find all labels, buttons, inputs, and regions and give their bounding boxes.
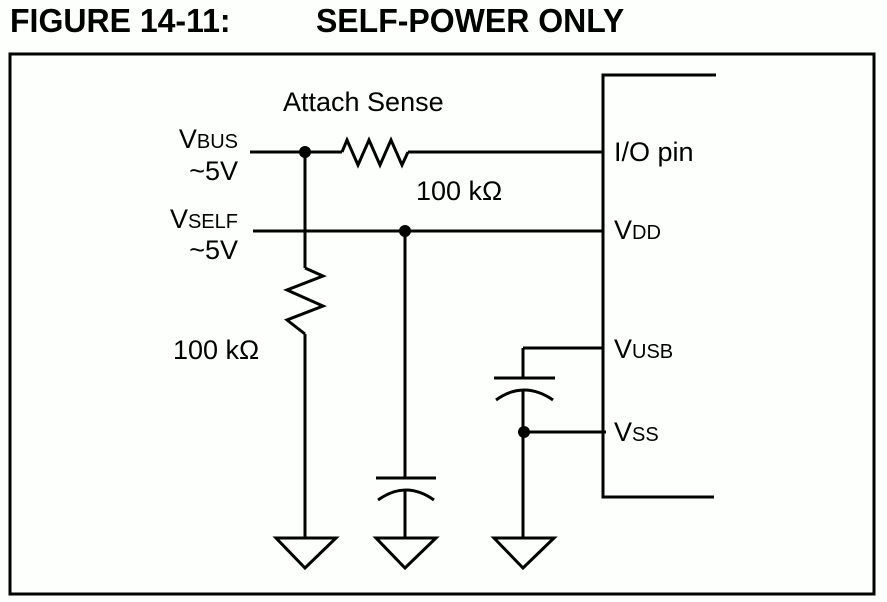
pin-vss-sub: SS [632, 424, 659, 446]
pin-vdd-label: VDD [614, 215, 661, 245]
ground-icon [272, 536, 340, 571]
attach-sense-resistor [340, 136, 410, 169]
figure-caption: SELF-POWER ONLY [315, 2, 625, 39]
pin-vss-label: VSS [614, 417, 659, 447]
vbus-label: VBUS [179, 124, 238, 154]
mcu-outline [601, 73, 716, 499]
vbus-label-main: V [179, 124, 197, 154]
figure-frame [8, 52, 876, 596]
pulldown-resistor [283, 266, 327, 336]
pin-io-label: I/O pin [614, 137, 694, 167]
vbus-voltage: ~5V [189, 156, 238, 186]
figure-title: FIGURE 14-11: SELF-POWER ONLY [10, 2, 624, 40]
series-resistor-value: 100 kΩ [416, 176, 502, 206]
vbus-label-sub: BUS [197, 131, 238, 153]
ground-icon [372, 536, 440, 571]
pin-vusb-sub: USB [632, 341, 673, 363]
figure-number: FIGURE 14-11: [10, 2, 231, 39]
vself-label-main: V [170, 204, 188, 234]
vself-label-sub: SELF [188, 211, 238, 233]
pin-vusb-label: VUSB [614, 334, 673, 364]
vself-label: VSELF [170, 204, 238, 234]
pin-vdd-main: V [614, 215, 632, 245]
pin-vss-main: V [614, 417, 632, 447]
ground-icon [490, 536, 558, 571]
pin-vusb-main: V [614, 334, 632, 364]
vss-junction [518, 426, 530, 438]
pin-vdd-sub: DD [632, 222, 661, 244]
attach-sense-label: Attach Sense [283, 87, 444, 117]
vself-voltage: ~5V [189, 235, 238, 265]
pulldown-resistor-value: 100 kΩ [173, 335, 259, 365]
